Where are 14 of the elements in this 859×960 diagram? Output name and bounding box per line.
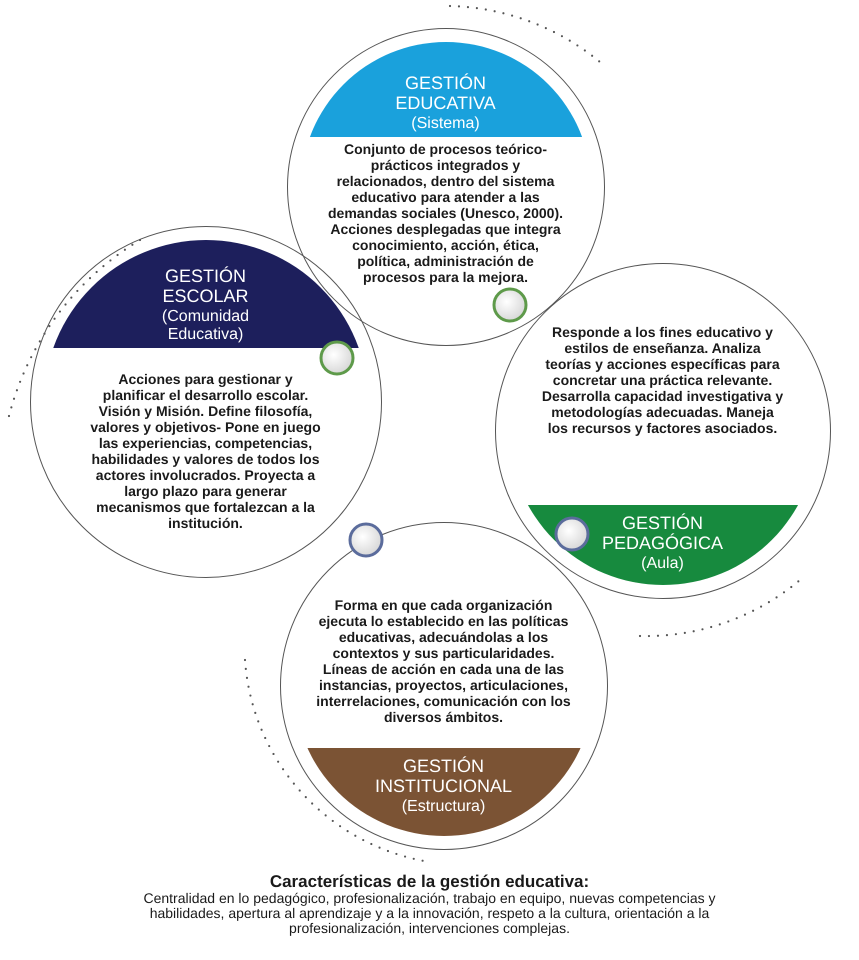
heading-text: Características de la gestión educativa:	[270, 872, 590, 891]
description-text: Responde a los fines educativo y estilos de enseñanza. Analiza teorías y acciones específicas para concretar una práctica relevante. Desarrolla capacidad investigativa y metodologías adecuadas. Maneja los recursos y factores asociados.	[540, 324, 784, 436]
description-text: Conjunto de procesos teórico-prácticos integrados y relacionados, dentro del sistema educativo para atender a las demandas sociales (Unesco, 2000). Acciones desplegadas que integra conocimiento, acción, ética, política, administración de procesos para la mejora.	[327, 141, 564, 285]
title-text: GESTIÓN EDUCATIVA	[394, 72, 497, 112]
subtitle-text: (Aula)	[641, 554, 684, 572]
summary-text: Centralidad en lo pedagógico, profesionalización, trabajo en equipo, nuevas competencias y habilidades, apertura al aprendizaje y a la innovación, respeto a la cultura, orientación a la profesionalización, intervenciones complejas.	[142, 891, 717, 936]
description-text: Forma en que cada organización ejecuta lo establecido en las políticas educativas, adecuándolas a los contextos y sus particularidades. Líneas de acción en cada una de las instancias, proyectos, articulaciones, interrelaciones, comunicación con los diversos ámbitos.	[315, 597, 572, 725]
subtitle-text: (Estructura)	[402, 798, 486, 816]
subtitle-text: (Comunidad Educativa)	[160, 308, 250, 344]
title-text: GESTIÓN PEDAGÓGICA	[600, 512, 724, 552]
title-text: GESTIÓN ESCOLAR	[161, 266, 250, 306]
description-text: Acciones para gestionar y planificar el desarrollo escolar. Visión y Misión. Define filosofía, valores y objetivos- Pone en juego las experiencias, competencias, habilidades y valores de todos los actores involucrados. Proyecta a largo plazo para generar mecanismos que fortalezcan a la institución.	[89, 371, 322, 531]
title-text: GESTIÓN INSTITUCIONAL	[374, 756, 513, 796]
subtitle-text: (Sistema)	[411, 114, 480, 132]
